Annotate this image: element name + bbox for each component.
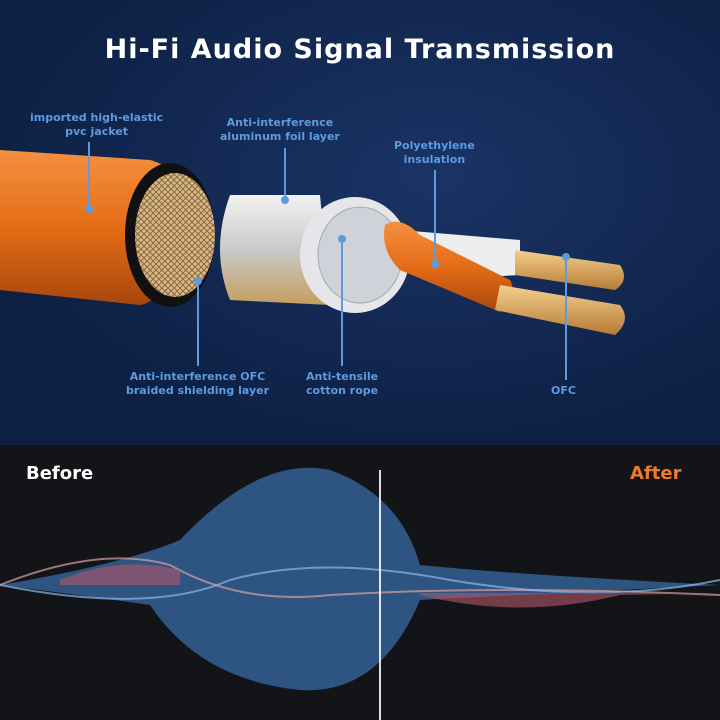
page-title: Hi-Fi Audio Signal Transmission — [104, 34, 616, 65]
before-label: Before — [26, 463, 94, 484]
waveform-illustration — [0, 467, 720, 720]
pointer-dot — [431, 260, 439, 268]
pointer-line — [197, 280, 199, 366]
label-ofc: OFC — [551, 384, 576, 397]
cable-diagram-panel — [0, 0, 720, 445]
cable-illustration — [0, 150, 625, 335]
pointer-dot — [85, 205, 93, 213]
pointer-dot — [338, 235, 346, 243]
pointer-line — [565, 256, 567, 380]
pointer-dot — [281, 196, 289, 204]
pointer-line — [284, 148, 286, 198]
pointer-line — [434, 170, 436, 262]
pointer-line — [341, 238, 343, 366]
pointer-line — [88, 142, 90, 208]
pointer-dot — [562, 253, 570, 261]
after-label: After — [630, 463, 682, 484]
waveform-panel — [0, 445, 720, 720]
pointer-dot — [194, 277, 202, 285]
